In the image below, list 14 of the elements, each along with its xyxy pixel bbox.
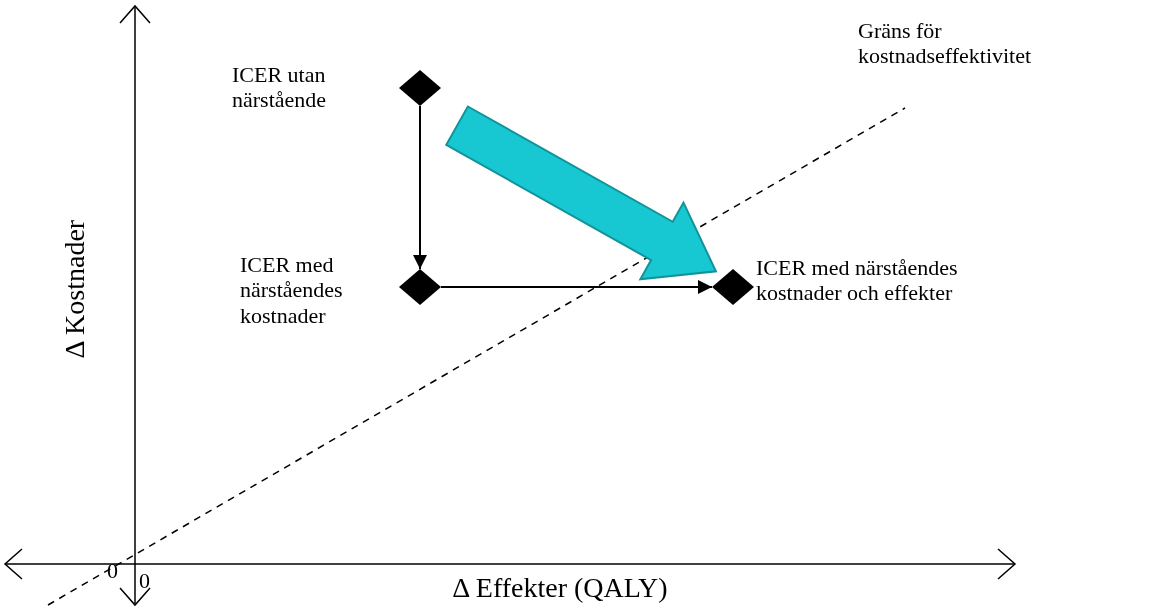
point-label: ICER med närståendes kostnader och effekter bbox=[756, 255, 959, 306]
diamond-marker bbox=[399, 70, 441, 106]
point-label: ICER med närståendes kostnader bbox=[240, 252, 344, 328]
arrow bbox=[413, 105, 427, 270]
block-arrow bbox=[444, 105, 718, 281]
arrow bbox=[440, 280, 713, 294]
line-label: Gräns för kostnadseffektivitet bbox=[858, 18, 1033, 69]
diamond-marker bbox=[712, 269, 754, 305]
axis-origin-label: 0 bbox=[107, 558, 119, 584]
axis-origin-label: 0 bbox=[139, 568, 151, 594]
axis-title: Δ Kostnader bbox=[58, 218, 91, 361]
diamond-marker bbox=[399, 269, 441, 305]
axis-title: Δ Effekter (QALY) bbox=[451, 572, 669, 605]
point-label: ICER utan närstående bbox=[232, 62, 328, 113]
